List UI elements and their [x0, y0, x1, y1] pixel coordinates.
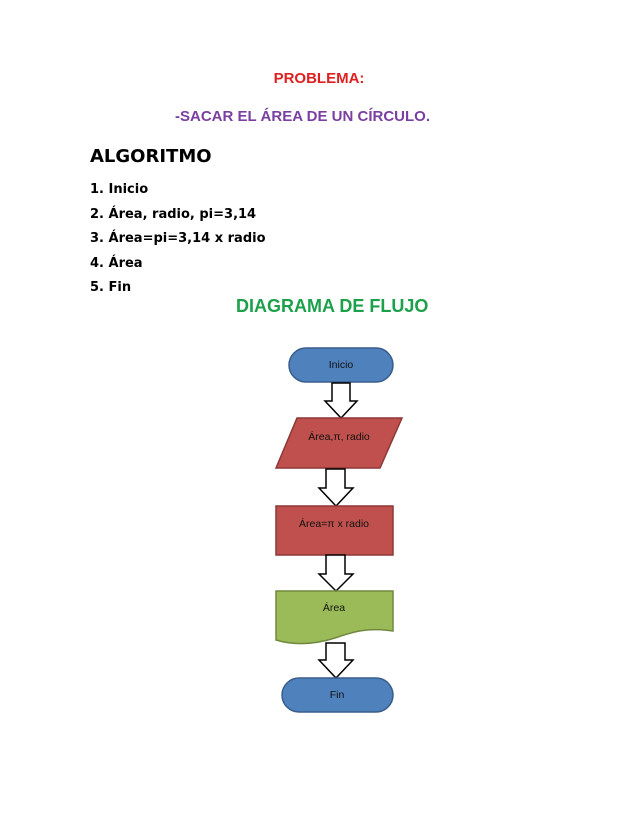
algorithm-step: 4. Área [90, 255, 143, 271]
input-parallelogram [274, 417, 404, 469]
algorithm-step: 1. Inicio [90, 182, 149, 197]
start-terminal-label: Inicio [329, 359, 354, 371]
input-parallelogram-label: Área,π, radio [308, 430, 370, 443]
flow-arrow-down [323, 382, 359, 420]
flowchart-heading: DIAGRAMA DE FLUJO [236, 296, 429, 316]
flow-arrow-down [317, 468, 355, 508]
algorithm-step: 3. Área=pi=3,14 x radio [90, 231, 266, 246]
process-rectangle-label: Área=π x radio [299, 517, 369, 530]
algorithm-heading: ALGORITMO [90, 146, 212, 167]
problem-heading: PROBLEMA: [273, 70, 365, 87]
process-rectangle [275, 505, 394, 556]
flow-arrow-down [317, 642, 355, 680]
end-terminal-label: Fin [330, 689, 345, 701]
algorithm-steps: 1. Inicio 2. Área, radio, pi=3,14 3. Áre… [90, 181, 266, 304]
start-terminal [288, 347, 394, 383]
problem-statement: -SACAR EL ÁREA DE UN CÍRCULO. [175, 108, 431, 125]
flow-arrow-down [317, 554, 355, 593]
end-terminal [281, 677, 394, 713]
output-document [275, 590, 394, 645]
algorithm-step: 2. Área, radio, pi=3,14 [90, 206, 257, 222]
output-document-label: Área [323, 601, 345, 614]
algorithm-step: 5. Fin [90, 280, 132, 295]
